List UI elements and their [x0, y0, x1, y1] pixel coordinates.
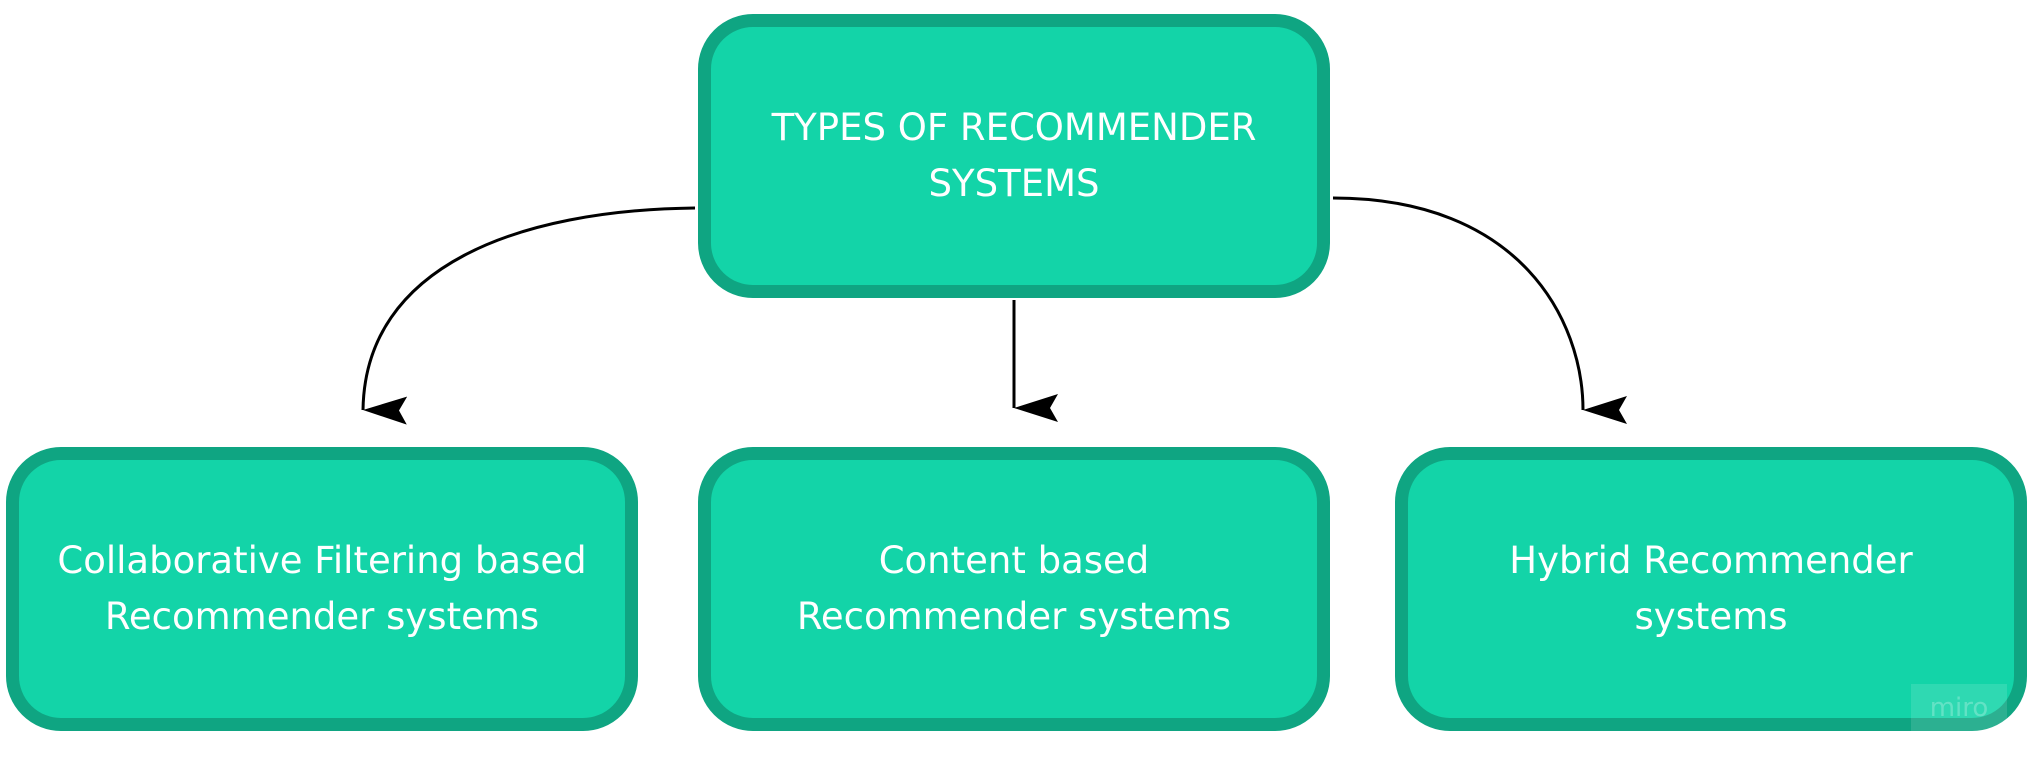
- hybrid-node-label: Hybrid Recommender systems: [1509, 539, 1913, 638]
- connector-root-to-collaborative: [361, 206, 696, 425]
- hybrid-node[interactable]: Hybrid Recommender systems: [1395, 447, 2027, 731]
- content-based-node[interactable]: Content based Recommender systems: [698, 447, 1330, 731]
- content-based-node-label: Content based Recommender systems: [796, 539, 1232, 638]
- miro-watermark: miro: [1911, 684, 2007, 732]
- root-node[interactable]: TYPES OF RECOMMENDER SYSTEMS: [698, 14, 1330, 298]
- connector-root-to-hybrid: [1332, 196, 1628, 424]
- root-node-label: TYPES OF RECOMMENDER SYSTEMS: [771, 106, 1257, 205]
- collaborative-filtering-node[interactable]: Collaborative Filtering based Recommende…: [6, 447, 638, 731]
- collaborative-filtering-node-label: Collaborative Filtering based Recommende…: [57, 539, 587, 638]
